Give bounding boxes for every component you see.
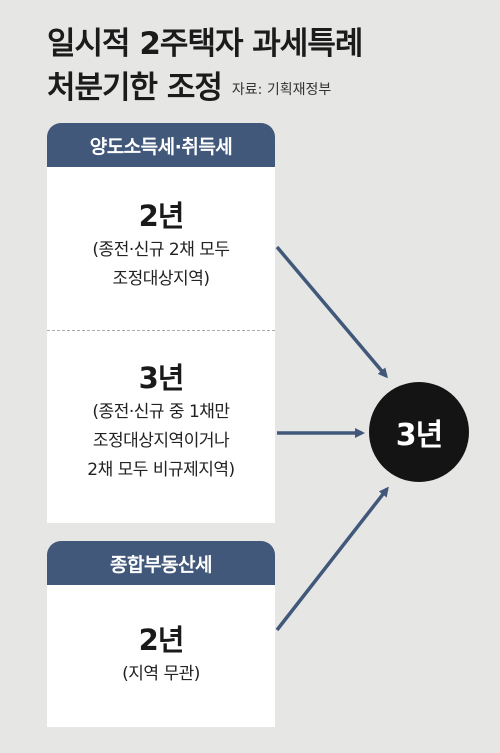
section-header-comprehensive-property-tax: 종합부동산세 — [47, 541, 275, 585]
section-box-comprehensive-property-tax — [47, 585, 275, 727]
entry-note-line: 조정대상지역) — [112, 269, 210, 289]
entry-years: 2년 — [138, 623, 185, 657]
title-line-2-text: 처분기한 조정 — [47, 70, 223, 106]
entry-note-line: (종전·신규 중 1채만 — [92, 402, 230, 422]
section-header-transfer-acquisition-tax: 양도소득세·취득세 — [47, 123, 275, 167]
arrow-from-property-tax — [275, 486, 389, 632]
section-box-transfer-acquisition-tax — [47, 167, 275, 523]
arrow-from-2-years — [275, 245, 388, 379]
entry-years: 2년 — [138, 199, 185, 233]
title-line-1: 일시적 2주택자 과세특례 — [47, 26, 363, 62]
entry-2-years-any-region: 2년 (지역 무관) — [47, 620, 275, 689]
section-divider — [47, 330, 275, 331]
entry-note-line: (지역 무관) — [122, 664, 200, 684]
entry-note-line: 조정대상지역이거나 — [92, 431, 230, 451]
entry-note-line: (종전·신규 2채 모두 — [92, 240, 230, 260]
entry-years: 3년 — [138, 361, 185, 395]
source-label: 자료: 기획재정부 — [231, 81, 332, 98]
chart-title: 일시적 2주택자 과세특례 처분기한 조정 자료: 기획재정부 — [47, 22, 363, 112]
entry-3-years-one-regulated: 3년 (종전·신규 중 1채만 조정대상지역이거나 2채 모두 비규제지역) — [47, 358, 275, 485]
result-circle: 3년 — [369, 382, 469, 482]
title-line-2: 처분기한 조정 자료: 기획재정부 — [47, 66, 362, 112]
entry-2-years-both-regulated: 2년 (종전·신규 2채 모두 조정대상지역) — [47, 196, 275, 294]
entry-note-line: 2채 모두 비규제지역) — [87, 460, 235, 480]
